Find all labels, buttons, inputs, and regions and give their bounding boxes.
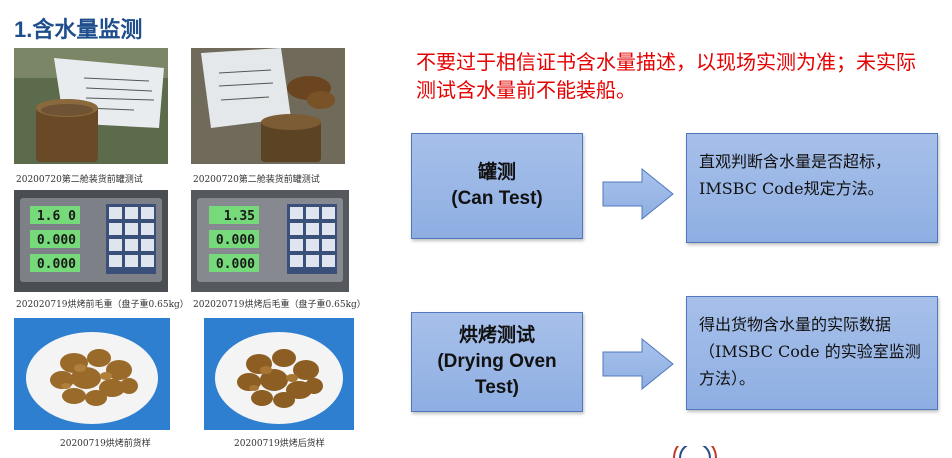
drying-oven-label-en-1: (Drying Oven xyxy=(437,351,557,372)
scale-reading-after-2: 0.000 xyxy=(216,233,255,248)
sample-after-photo xyxy=(204,318,354,430)
scale-reading-after-3: 0.000 xyxy=(216,257,255,272)
drying-oven-label-en-2: Test) xyxy=(475,377,519,398)
arrow-right-icon xyxy=(602,168,674,220)
page-title: 1.含水量监测 xyxy=(14,17,143,42)
can-test-photo-2 xyxy=(191,48,345,164)
can-test-photo-1 xyxy=(14,48,168,164)
photo-caption-5: 20200719烘烤前货样 xyxy=(60,439,151,449)
photo-caption-3: 202020719烘烤前毛重（盘子重0.65kg） xyxy=(16,300,189,310)
scale-before-photo: 1.6 0 0.000 0.000 xyxy=(14,190,168,292)
photo-caption-6: 20200719烘烤后货样 xyxy=(234,439,325,449)
scale-reading-before-1: 1.6 0 xyxy=(37,209,76,224)
photo-caption-2: 20200720第二舱装货前罐测试 xyxy=(193,175,320,185)
drying-oven-box: 烘烤测试 (Drying Oven Test) xyxy=(411,312,583,412)
drying-oven-label: 烘烤测试 xyxy=(458,325,535,346)
can-test-result: 直观判断含水量是否超标，IMSBC Code规定方法。 xyxy=(686,133,938,243)
scale-reading-before-2: 0.000 xyxy=(37,233,76,248)
scale-after-photo: 1.35 0.000 0.000 xyxy=(191,190,349,292)
scale-reading-before-3: 0.000 xyxy=(37,257,76,272)
photo-caption-1: 20200720第二舱装货前罐测试 xyxy=(16,175,143,185)
photo-caption-4: 202020719烘烤后毛重（盘子重0.65kg） xyxy=(193,300,366,310)
can-test-label: 罐测 xyxy=(477,162,516,183)
can-test-label-en: (Can Test) xyxy=(451,188,543,209)
logo-fragment-icon xyxy=(673,446,717,458)
can-test-box: 罐测 (Can Test) xyxy=(411,133,583,239)
sample-before-photo xyxy=(14,318,170,430)
arrow-right-icon xyxy=(602,338,674,390)
drying-oven-result: 得出货物含水量的实际数据（IMSBC Code 的实验室监测方法）。 xyxy=(686,296,938,410)
scale-reading-after-1: 1.35 xyxy=(224,209,255,224)
warning-text: 不要过于相信证书含水量描述，以现场实测为准；未实际测试含水量前不能装船。 xyxy=(416,50,916,102)
